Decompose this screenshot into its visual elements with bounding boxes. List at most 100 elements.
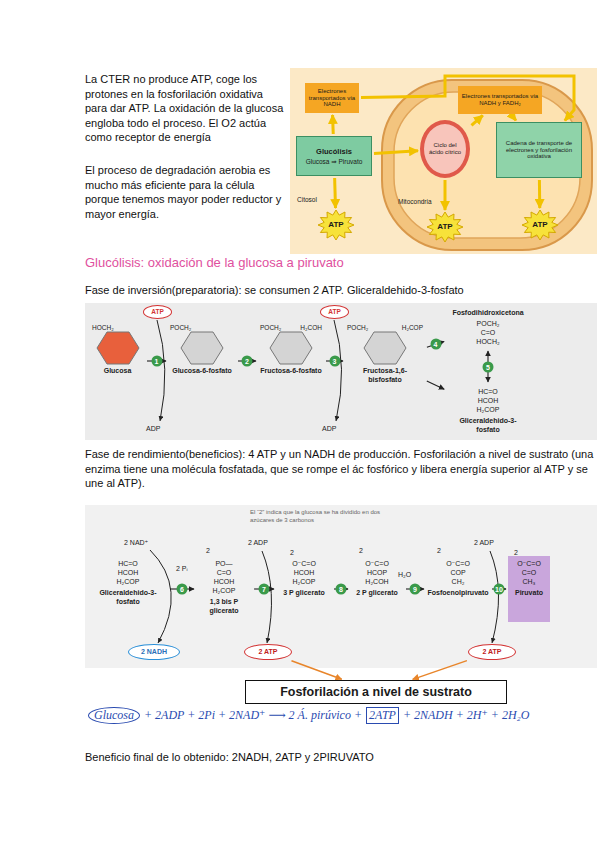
nadh-oval: 2 NADH xyxy=(128,644,180,660)
ring-outline xyxy=(181,332,223,364)
cofactor-arrow xyxy=(334,320,342,421)
cofactor-label: 2 NAD⁺ xyxy=(124,538,164,547)
node-label: POCH₂ xyxy=(170,324,191,331)
step-number: 5 xyxy=(483,361,494,372)
starburst-outline xyxy=(522,210,558,240)
node-label: ATP xyxy=(532,220,547,229)
node-label: H₂COH xyxy=(300,324,322,331)
node-label: ATP xyxy=(328,220,343,229)
equation-term: + 2ADP + 2Pi + 2NAD⁺ ⟶ 2 Á. pirúvico + xyxy=(144,708,362,723)
connector-arrow xyxy=(291,661,341,680)
sugar-ring xyxy=(96,331,140,365)
cofactor-label: 2 ADP xyxy=(474,538,510,547)
region-label: Citosol xyxy=(297,196,337,203)
node-label: ATP xyxy=(151,308,164,315)
node-label: HOCH₂ xyxy=(92,324,114,331)
structural-formula: O⁻C=O COP CH₂ xyxy=(446,559,470,586)
region-label: Mitocondria xyxy=(398,198,448,205)
connector-arrow xyxy=(374,151,418,154)
connector-arrow xyxy=(471,115,482,125)
node-label: Glucosa ⇒ Piruvato xyxy=(306,158,363,165)
step-number: 3 xyxy=(329,356,340,367)
step-number: 6 xyxy=(177,584,188,595)
atp-burst: ATP xyxy=(427,212,463,242)
node-label: 3 P glicerato xyxy=(283,589,325,598)
step-number: 2 xyxy=(242,356,253,367)
node-label: Electrones transportados vía NADH y FADH… xyxy=(460,93,540,107)
figure-panel xyxy=(85,505,597,668)
handwritten-equation: Glucosa + 2ADP + 2Pi + 2NAD⁺ ⟶ 2 Á. pirúv… xyxy=(88,707,529,724)
molecule: O⁻C=O C=O CH₃Piruvato xyxy=(508,556,550,622)
step-number: 9 xyxy=(410,584,421,595)
node-label: 2 NADH xyxy=(141,648,167,656)
molecule: O⁻C=O HCOP H₂COH2 P glicerato xyxy=(350,556,404,622)
process-box: GlucólisisGlucosa ⇒ Piruvato xyxy=(296,136,372,176)
node-label: Fructosa-6-fosfato xyxy=(260,367,321,376)
node-label: H₂COP xyxy=(402,324,423,331)
structural-formula: O⁻C=O HCOH H₂COP xyxy=(292,559,316,586)
cofactor-label: 2 Pᵢ xyxy=(176,564,200,573)
electron-box: Electrones transportados vía NADH y FADH… xyxy=(458,86,542,114)
node-label: Cadena de transporte de electrones y fos… xyxy=(499,140,579,161)
ring-outline xyxy=(270,332,312,364)
atp-burst: ATP xyxy=(522,210,558,240)
sugar-ring xyxy=(180,331,224,365)
node-label: Fructosa-1,6-bisfosfato xyxy=(347,367,423,384)
atp-oval: ATP xyxy=(320,305,349,319)
figure-note: El “2” indica que la glucosa se ha divid… xyxy=(250,509,390,524)
connector-arrow xyxy=(413,661,467,680)
node-label: Glucosa xyxy=(104,367,132,376)
molecule: HC=O HCOH H₂COPGliceraldehido-3-fosfato xyxy=(88,556,168,622)
atp-oval: ATP xyxy=(143,305,172,319)
multiplier: 2 xyxy=(514,548,524,557)
node-label: Fosfoenolpiruvato xyxy=(427,589,488,598)
electron-box: Electrones transportados vía NADH xyxy=(305,83,359,113)
molecule: POCH₂Glucosa-6-fosfato xyxy=(168,322,236,400)
paragraph: La CTER no produce ATP, coge los protone… xyxy=(85,72,285,145)
molecule: POCH₂H₂COPFructosa-1,6-bisfosfato xyxy=(345,322,425,400)
multiplier: 2 xyxy=(290,548,300,557)
mitochondrion-outer xyxy=(382,80,592,250)
molecule: O⁻C=O HCOH H₂COP 3 P glicerato xyxy=(276,556,332,622)
paragraph: El proceso de degradación aerobia es muc… xyxy=(85,163,285,221)
node-label: ATP xyxy=(437,222,452,231)
step-number: 7 xyxy=(259,584,270,595)
group-row: HOCH₂ xyxy=(92,324,143,331)
equation-term: 2ATP xyxy=(366,707,399,724)
step-number: 8 xyxy=(336,584,347,595)
equation-term: Glucosa xyxy=(88,707,140,724)
node-label: 2 ATP xyxy=(482,648,501,656)
group-row: POCH₂ H₂COH xyxy=(260,324,322,331)
sugar-ring xyxy=(269,331,313,365)
paragraph: Fase de rendimiento(beneficios): 4 ATP y… xyxy=(85,447,595,491)
structural-formula: PO—C=O HCOH H₂COP xyxy=(213,559,236,595)
step-number: 1 xyxy=(151,356,162,367)
cofactor-label: 2 ADP xyxy=(248,538,284,547)
cycle-circle: Ciclo del ácido cítrico xyxy=(420,120,470,178)
cofactor-arrow xyxy=(150,550,171,643)
section-heading: Glucólisis: oxidación de la glucosa a pi… xyxy=(85,255,595,270)
node-label: POCH₂ xyxy=(260,324,281,331)
multiplier: 2 xyxy=(206,546,216,555)
node-label: Ciclo del ácido cítrico xyxy=(426,142,464,156)
molecule: POCH₂ H₂COH Fructosa-6-fosfato xyxy=(258,322,324,400)
figure-panel xyxy=(85,303,597,440)
node-label: 2 ATP xyxy=(258,648,277,656)
connector-arrow xyxy=(512,116,516,121)
node-label: 2 P glicerato xyxy=(356,589,398,598)
node-label: Electrones transportados vía NADH xyxy=(307,88,357,109)
starburst-outline xyxy=(427,212,463,242)
node-label: ATP xyxy=(328,308,341,315)
structural-formula: HC=O HCOH H₂COP xyxy=(117,559,140,586)
paragraph: Fase de inversión(preparatoria): se cons… xyxy=(85,283,595,298)
molecule: PO—C=O HCOH H₂COP1,3 bis P glicerato xyxy=(196,556,252,622)
structural-formula: POCH₂ C=O HOCH₂ xyxy=(476,319,499,346)
connector-arrow xyxy=(538,180,541,208)
sugar-ring xyxy=(363,331,407,365)
node-label: Glucólisis xyxy=(316,147,352,156)
heading-box: Fosforilación a nivel de sustrato xyxy=(245,680,507,704)
cofactor-arrow xyxy=(157,320,165,421)
ring-outline xyxy=(97,332,139,364)
connector-arrow xyxy=(444,180,447,210)
